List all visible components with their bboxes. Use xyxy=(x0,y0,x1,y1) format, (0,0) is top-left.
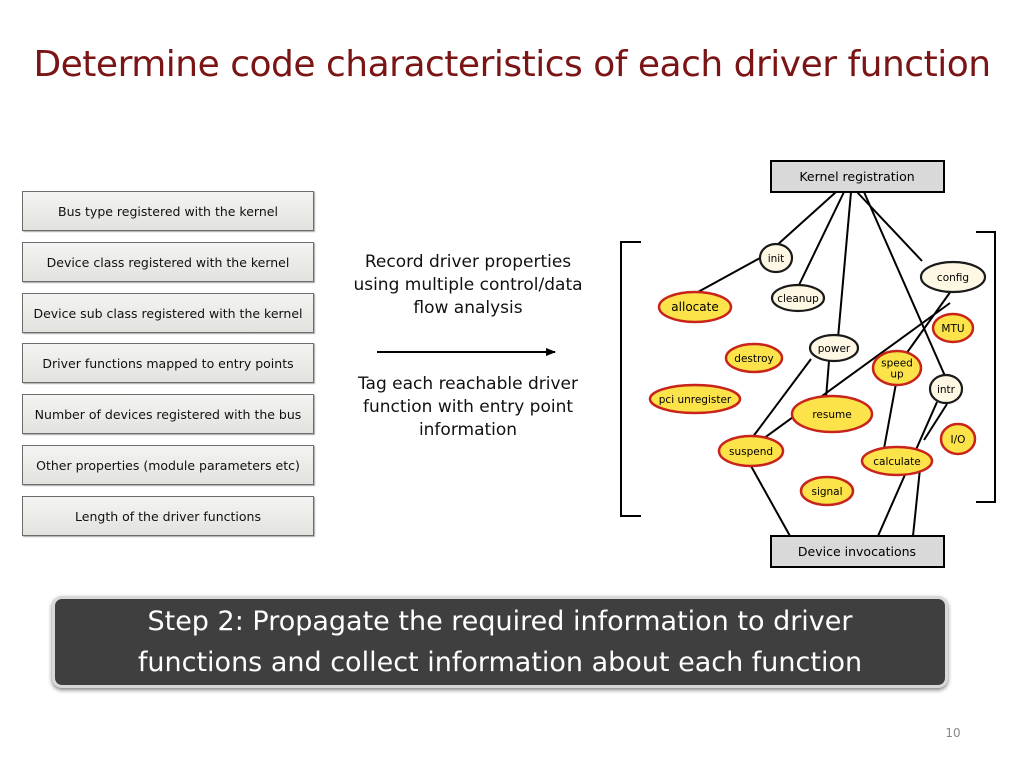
graph-edge xyxy=(863,191,946,377)
node-signal-label: signal xyxy=(811,486,842,498)
node-signal: signal xyxy=(799,475,855,507)
node-cleanup: cleanup xyxy=(770,283,826,313)
step-2-text: Step 2: Propagate the required informati… xyxy=(137,606,863,678)
graph-edge xyxy=(750,465,791,537)
record-properties-text: Record driver properties using multiple … xyxy=(353,252,583,318)
node-allocate-label: allocate xyxy=(671,300,718,314)
graph-edge xyxy=(755,302,951,445)
node-io-label: I/O xyxy=(951,434,966,446)
node-calculate: calculate xyxy=(860,445,934,477)
property-box-bus-type: Bus type registered with the kernel xyxy=(22,191,314,231)
slide-title: Determine code characteristics of each d… xyxy=(33,44,991,85)
property-box-device-count: Number of devices registered with the bu… xyxy=(22,394,314,434)
node-power: power xyxy=(808,333,860,363)
right-bracket xyxy=(976,231,996,503)
node-cleanup-label: cleanup xyxy=(777,293,819,305)
node-resume-shape xyxy=(790,394,874,434)
node-intr: intr xyxy=(928,373,964,405)
node-power-label: power xyxy=(818,343,851,355)
node-allocate: allocate xyxy=(657,290,733,324)
node-mtu-shape xyxy=(931,312,975,344)
kernel-registration-box: Kernel registration xyxy=(770,160,945,193)
node-resume-label: resume xyxy=(812,409,851,421)
node-signal-shape xyxy=(799,475,855,507)
graph-edge xyxy=(751,358,812,439)
node-init: init xyxy=(758,242,794,274)
node-destroy-label: destroy xyxy=(734,353,773,365)
node-suspend-shape xyxy=(717,434,785,468)
left-bracket xyxy=(620,241,641,517)
graph-edge xyxy=(856,191,923,262)
node-allocate-shape xyxy=(657,290,733,324)
kernel-registration-label: Kernel registration xyxy=(799,169,914,184)
node-suspend: suspend xyxy=(717,434,785,468)
graph-edge xyxy=(697,257,761,293)
node-resume: resume xyxy=(790,394,874,434)
graph-edge xyxy=(837,191,852,339)
node-destroy-shape xyxy=(724,342,784,374)
node-calculate-label: calculate xyxy=(873,456,920,468)
property-box-other-properties: Other properties (module parameters etc) xyxy=(22,445,314,485)
node-power-shape xyxy=(808,333,860,363)
node-mtu: MTU xyxy=(931,312,975,344)
step-2-banner: Step 2: Propagate the required informati… xyxy=(52,596,948,688)
graph-edge xyxy=(882,377,898,455)
node-intr-shape xyxy=(928,373,964,405)
graph-edge xyxy=(798,191,845,286)
property-box-function-length: Length of the driver functions xyxy=(22,496,314,536)
node-intr-label: intr xyxy=(937,384,956,396)
property-box-device-subclass: Device sub class registered with the ker… xyxy=(22,293,314,333)
node-pciunregister-shape xyxy=(648,383,742,415)
graph-edge xyxy=(905,290,952,355)
node-destroy: destroy xyxy=(724,342,784,374)
node-config-label: config xyxy=(937,272,969,284)
graph-edge xyxy=(775,191,837,247)
node-io: I/O xyxy=(939,422,977,456)
node-suspend-label: suspend xyxy=(729,446,773,458)
node-cleanup-shape xyxy=(770,283,826,313)
page-number: 10 xyxy=(945,726,961,740)
node-speedup-label: speed xyxy=(881,358,913,370)
node-init-label: init xyxy=(768,253,785,265)
node-config: config xyxy=(919,260,987,294)
graph-edge xyxy=(923,403,948,441)
tag-functions-text: Tag each reachable driver function with … xyxy=(357,374,578,440)
device-invocations-box: Device invocations xyxy=(770,535,945,568)
node-calculate-shape xyxy=(860,445,934,477)
property-box-device-class: Device class registered with the kernel xyxy=(22,242,314,282)
node-speedup-shape xyxy=(871,349,923,387)
node-pciunregister: pci unregister xyxy=(648,383,742,415)
node-io-shape xyxy=(939,422,977,456)
node-speedup-label: up xyxy=(890,369,904,381)
node-config-shape xyxy=(919,260,987,294)
node-mtu-label: MTU xyxy=(941,323,964,335)
node-init-shape xyxy=(758,242,794,274)
node-pciunregister-label: pci unregister xyxy=(659,394,732,406)
property-box-entry-points: Driver functions mapped to entry points xyxy=(22,343,314,383)
device-invocations-label: Device invocations xyxy=(798,544,916,559)
